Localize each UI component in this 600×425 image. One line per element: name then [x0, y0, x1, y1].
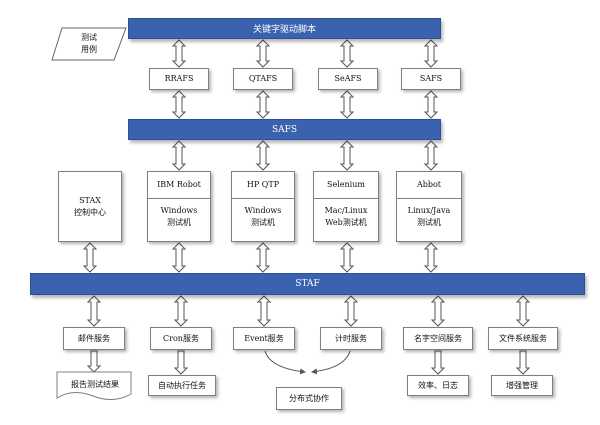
arrow-service-1 [173, 295, 189, 327]
arrow-tool-2 [339, 140, 355, 171]
tool-selenium: Selenium [314, 172, 378, 199]
arrow-service-4 [430, 295, 446, 327]
arrow-machine-2 [339, 242, 355, 273]
safs-bar: SAFS [128, 119, 441, 140]
result-efficiency: 效率、日志 [407, 375, 469, 396]
arrow-down-namespace [430, 350, 446, 375]
arrow-down-filesystem [515, 350, 531, 375]
arrow-down-mail [86, 350, 102, 373]
arrow-machine-1 [255, 242, 271, 273]
service-filesystem: 文件系统服务 [488, 327, 558, 350]
arrow-adapter-2 [339, 90, 355, 119]
arrow-adapter-1 [255, 90, 271, 119]
tool-stack-abbot: Abbot Linux/Java 测试机 [396, 171, 462, 242]
arrow-tool-0 [171, 140, 187, 171]
service-event: Event服务 [233, 327, 295, 350]
tool-abbot: Abbot [397, 172, 461, 199]
arrow-tool-3 [423, 140, 439, 171]
adapter-seafs: SeAFS [318, 68, 378, 90]
keyword-driven-script-bar: 关键字驱动脚本 [128, 18, 441, 39]
arrow-service-5 [515, 295, 531, 327]
arrow-stax [82, 242, 98, 273]
arrow-top-1 [255, 39, 271, 68]
report-document-shape [56, 371, 132, 400]
service-mail: 邮件服务 [63, 327, 125, 350]
tool-stack-selenium: Selenium Mac/Linux Web测试机 [313, 171, 379, 242]
service-cron: Cron服务 [150, 327, 212, 350]
staf-bar: STAF [30, 273, 585, 295]
arrow-down-cron [173, 350, 189, 375]
machine-windows-1: Windows 测试机 [160, 206, 198, 227]
arrow-top-2 [339, 39, 355, 68]
result-auto-task: 自动执行任务 [148, 375, 216, 396]
arrow-machine-0 [171, 242, 187, 273]
arrow-top-3 [423, 39, 439, 68]
test-case-label: 测试 用例 [81, 33, 97, 54]
machine-windows-2: Windows 测试机 [244, 206, 282, 227]
tool-stack-ibm: IBM Robot Windows 测试机 [147, 171, 211, 242]
arrow-machine-3 [423, 242, 439, 273]
arrow-service-3 [343, 295, 359, 327]
machine-mac-linux-web: Mac/Linux Web测试机 [324, 206, 368, 227]
tool-hp-qtp: HP QTP [232, 172, 294, 199]
test-case-shape [51, 27, 127, 61]
tool-stack-qtp: HP QTP Windows 测试机 [231, 171, 295, 242]
arrow-top-0 [171, 39, 187, 68]
adapter-rrafs: RRAFS [149, 68, 209, 90]
arrow-service-2 [256, 295, 272, 327]
adapter-safs: SAFS [401, 68, 461, 90]
tool-ibm-robot: IBM Robot [148, 172, 210, 199]
arrow-adapter-0 [171, 90, 187, 119]
arrow-tool-1 [255, 140, 271, 171]
result-enhanced: 增强管理 [491, 375, 553, 396]
stax-control-center: STAX 控制中心 [58, 171, 122, 242]
result-distributed: 分布式协作 [276, 387, 342, 410]
service-namespace: 名字空间服务 [403, 327, 473, 350]
arrow-adapter-3 [423, 90, 439, 119]
service-timer: 计时服务 [320, 327, 382, 350]
adapter-qtafs: QTAFS [233, 68, 293, 90]
machine-linux-java: Linux/Java 测试机 [407, 206, 451, 227]
arrow-service-0 [86, 295, 102, 327]
result-report: 报告测试结果 [71, 380, 119, 389]
